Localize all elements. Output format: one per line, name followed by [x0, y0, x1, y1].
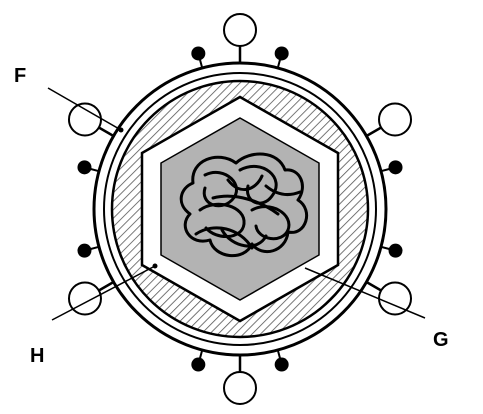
- spike-round-head: [224, 14, 256, 46]
- spike-stem: [366, 282, 382, 291]
- leader-dot-h: [153, 264, 158, 269]
- spike-round-head: [379, 104, 411, 136]
- label-f: F: [14, 65, 26, 87]
- leader-dot-f: [119, 128, 124, 133]
- spike-knob: [389, 160, 403, 174]
- spike-stem: [366, 127, 382, 136]
- spike-round-head: [69, 283, 101, 315]
- spike-round-head: [224, 372, 256, 404]
- spike-round-head: [69, 104, 101, 136]
- spike-stem: [98, 127, 114, 136]
- spike-knob: [77, 244, 91, 258]
- label-h: H: [30, 345, 44, 367]
- spike-knob: [191, 46, 205, 60]
- spike-knob: [77, 160, 91, 174]
- spike-knob: [191, 358, 205, 372]
- spike-knob: [275, 46, 289, 60]
- spike-knob: [389, 244, 403, 258]
- spike-knob: [275, 358, 289, 372]
- label-g: G: [433, 329, 449, 351]
